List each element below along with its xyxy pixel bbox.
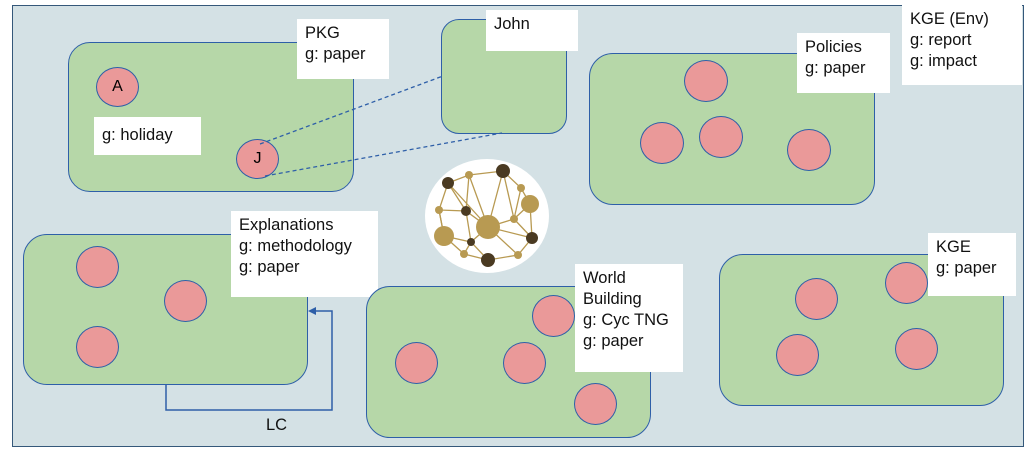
explanations-title: Explanations: [239, 216, 334, 234]
world-building-title-line2: Building: [583, 290, 642, 308]
world-building-title-line1: World: [583, 269, 626, 287]
policies-node: [787, 129, 831, 171]
pkg-node-a: A: [96, 67, 139, 107]
policies-node: [640, 122, 684, 164]
pkg-title: PKG: [305, 24, 340, 42]
world-building-label: World Building g: Cyc TNG g: paper: [575, 264, 683, 372]
pkg-holiday-text: g: holiday: [102, 126, 173, 144]
explanations-node: [76, 326, 119, 368]
explanations-tag-paper: g: paper: [239, 258, 300, 276]
john-title: John: [494, 15, 530, 33]
policies-tag: g: paper: [805, 59, 866, 77]
explanations-tag-methodology: g: methodology: [239, 237, 352, 255]
policies-node: [699, 116, 743, 158]
world-building-node: [574, 383, 617, 425]
explanations-node: [164, 280, 207, 322]
kge-env-tag-impact: g: impact: [910, 52, 977, 70]
kge-label: KGE g: paper: [928, 233, 1016, 296]
policies-label: Policies g: paper: [797, 33, 890, 93]
dashed-link-lower: [264, 132, 503, 177]
kge-title: KGE: [936, 238, 971, 256]
pkg-node-j: J: [236, 139, 279, 179]
dashed-link-upper: [259, 75, 444, 145]
kge-env-label: KGE (Env) g: report g: impact: [902, 5, 1022, 85]
kge-node: [776, 334, 819, 376]
world-building-node: [395, 342, 438, 384]
world-building-tag-paper: g: paper: [583, 332, 644, 350]
kge-tag: g: paper: [936, 259, 997, 277]
pkg-node-a-label: A: [112, 78, 123, 95]
lc-arrowhead: [308, 307, 316, 315]
pkg-tag: g: paper: [305, 45, 366, 63]
knowledge-graph-network-icon: [424, 158, 550, 274]
lc-connector: [165, 310, 333, 411]
pkg-inner-label: g: holiday: [94, 117, 201, 155]
explanations-node: [76, 246, 119, 288]
kge-node: [895, 328, 938, 370]
policies-title: Policies: [805, 38, 862, 56]
lc-label: LC: [266, 416, 288, 434]
kge-node: [795, 278, 838, 320]
kge-env-title: KGE (Env): [910, 10, 989, 28]
pkg-label: PKG g: paper: [297, 19, 389, 79]
pkg-node-j-label: J: [253, 150, 262, 167]
explanations-label: Explanations g: methodology g: paper: [231, 211, 378, 297]
world-building-node: [503, 342, 546, 384]
policies-node: [684, 60, 728, 102]
world-building-tag-cyc: g: Cyc TNG: [583, 311, 669, 329]
kge-node: [885, 262, 928, 304]
kge-env-tag-report: g: report: [910, 31, 972, 49]
world-building-node: [532, 295, 575, 337]
john-label: John: [486, 10, 578, 51]
